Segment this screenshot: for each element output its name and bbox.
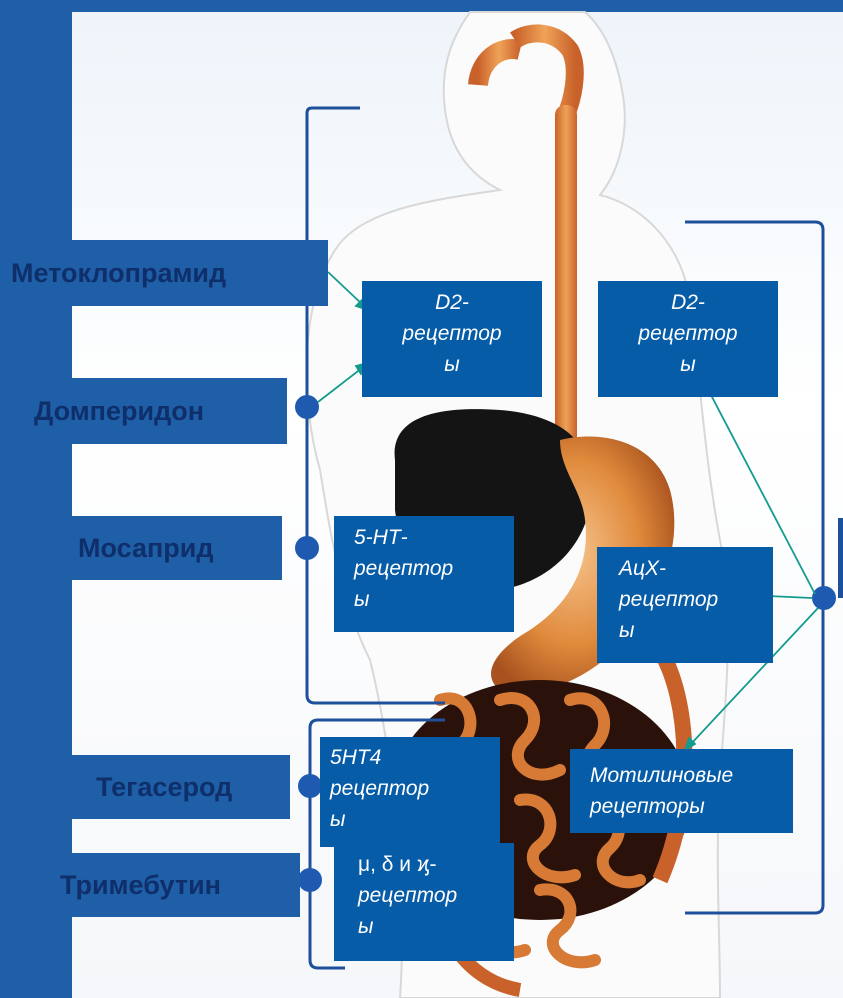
d2-right-line1: D2- [608, 287, 768, 318]
ach-line3: ы [619, 615, 763, 646]
domperidone-text: Домперидон [34, 396, 204, 427]
opioid-receptor-box: μ, δ и ϗ- рецептор ы [334, 843, 514, 961]
5ht-receptor-box: 5-НТ- рецептор ы [334, 516, 514, 632]
ach-receptor-box: АцХ- рецептор ы [597, 547, 773, 663]
d2-left-line2: рецептор [372, 318, 532, 349]
motilin-line2: рецепторы [590, 791, 783, 822]
domperidone-dot [295, 395, 319, 419]
5ht4-line2: рецептор [330, 773, 490, 804]
5ht-line3: ы [354, 584, 504, 615]
5ht4-line3: ы [330, 804, 490, 835]
mosapride-dot [295, 536, 319, 560]
5ht-line2: рецептор [354, 553, 504, 584]
d2-left-line3: ы [372, 349, 532, 380]
tegaserod-label: Тегасерод [0, 755, 290, 819]
ach-line1: АцХ- [619, 553, 763, 584]
domperidone-label: Домперидон [0, 378, 287, 444]
trimebutine-text: Тримебутин [60, 870, 221, 901]
motilin-line1: Мотилиновые [590, 760, 783, 791]
d2-right-line3: ы [608, 349, 768, 380]
ach-line2: рецептор [619, 584, 763, 615]
opioid-line3: ы [358, 911, 504, 942]
opioid-line1: μ, δ и ϗ- [358, 849, 504, 880]
tegaserod-dot [298, 774, 322, 798]
5ht-line1: 5-НТ- [354, 522, 504, 553]
opioid-line2: рецептор [358, 880, 504, 911]
trimebutine-label: Тримебутин [0, 853, 300, 917]
edge-marker [838, 518, 843, 598]
5ht4-receptor-box: 5НТ4 рецептор ы [320, 737, 500, 847]
d2-receptor-box-left: D2- рецептор ы [362, 281, 542, 397]
d2-left-line1: D2- [372, 287, 532, 318]
metoclopramide-label: Метоклопрамид [0, 240, 328, 306]
tegaserod-text: Тегасерод [96, 772, 232, 803]
metoclopramide-text: Метоклопрамид [11, 258, 226, 289]
mosapride-text: Мосаприд [78, 533, 214, 564]
motilin-receptor-box: Мотилиновые рецепторы [570, 749, 793, 833]
d2-right-line2: рецептор [608, 318, 768, 349]
trimebutine-dot [298, 868, 322, 892]
mosapride-label: Мосаприд [0, 516, 282, 580]
5ht4-line1: 5НТ4 [330, 742, 490, 773]
esophagus [555, 105, 577, 450]
right-dot [812, 586, 836, 610]
d2-receptor-box-right: D2- рецептор ы [598, 281, 778, 397]
